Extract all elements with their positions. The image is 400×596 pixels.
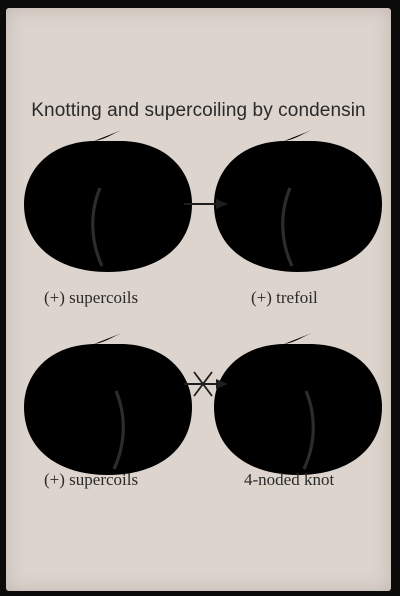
knot-supercoils-bottom: [24, 333, 192, 475]
knot-four-noded: [214, 333, 382, 475]
caption-bottom-left: (+) supercoils: [44, 470, 139, 489]
arrow-right-icon: [184, 199, 228, 209]
slide-background: Knotting and supercoiling by condensin: [6, 8, 391, 591]
diagram-canvas: [24, 130, 382, 475]
knot-trefoil: [214, 130, 382, 272]
diagram-title: Knotting and supercoiling by condensin: [31, 100, 366, 121]
caption-top-right: (+) trefoil: [251, 288, 318, 307]
knot-supercoils-top: [24, 130, 192, 272]
caption-top-left: (+) supercoils: [44, 288, 139, 307]
caption-bottom-right: 4-noded knot: [244, 470, 335, 489]
blocked-arrow-icon: [184, 371, 228, 397]
